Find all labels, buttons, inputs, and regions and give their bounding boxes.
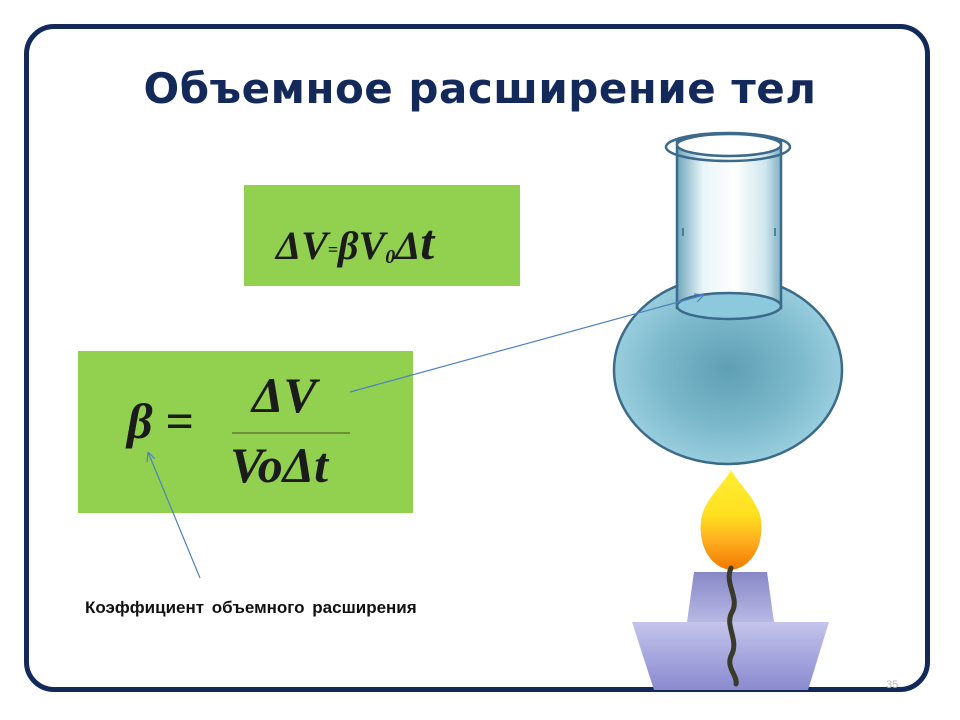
flame-icon — [700, 470, 762, 570]
formula-expansion: ΔV=βV0Δt — [276, 213, 434, 271]
wick-icon — [726, 565, 739, 687]
fraction-line — [232, 432, 350, 434]
formula-denominator: VoΔt — [230, 437, 329, 493]
formula-equals: = — [327, 239, 339, 260]
page-number: 35 — [886, 679, 899, 691]
formula-subscript: 0 — [385, 246, 396, 268]
slide-title: Объемное расширение тел — [143, 64, 817, 113]
flask-icon — [612, 131, 844, 466]
formula-box-expansion — [244, 185, 520, 286]
formula-beta-lhs: β = — [127, 393, 194, 449]
formula-delta: Δ — [395, 223, 421, 268]
formula-numerator: ΔV — [252, 367, 317, 423]
formula-delta-v: ΔV — [276, 223, 328, 268]
formula-t: t — [420, 214, 435, 270]
coefficient-caption: Коэффициент объемного расширения — [85, 598, 417, 617]
formula-beta-v: βV — [338, 223, 386, 268]
arrow-to-flask — [349, 294, 705, 393]
arrow-to-beta — [147, 451, 201, 579]
